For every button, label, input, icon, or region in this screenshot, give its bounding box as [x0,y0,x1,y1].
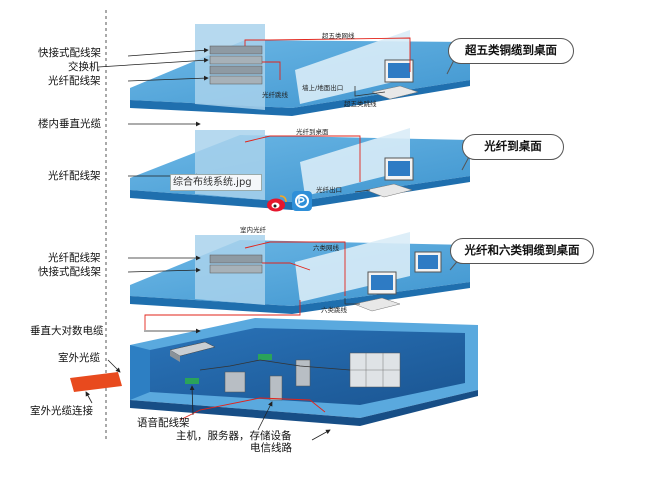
rack-equipment-top [209,45,263,85]
label-switch: 交换机 [68,61,100,73]
label-riser-copper: 垂直大对数电缆 [30,325,104,337]
label-fiber-panel-mid: 光纤配线架 [48,170,101,182]
workstation-floor3-a [414,251,442,273]
label-telecom-line: 电信线路 [250,442,292,454]
label-riser-fiber: 楼内垂直光缆 [38,118,101,130]
image-filename-tooltip: 综合布线系统.jpg [170,174,262,191]
callout-fiber-cat6-to-desk: 光纤和六类铜缆到桌面 [450,238,594,264]
workstation-floor2 [365,157,414,198]
label-voice-panel: 语音配线架 [137,417,190,429]
label-cat6-jumper: 六类跳线 [321,306,347,314]
label-fiber-jumper: 光纤跳线 [262,91,288,99]
weibo-icon[interactable] [266,192,288,214]
outdoor-fiber-entry [70,372,122,392]
signal-cables [199,86,386,371]
label-wall-outlet: 墙上/地面出口 [302,84,344,92]
label-indoor-fiber: 室内光纤 [240,226,266,234]
label-fiber-to-desk: 光纤到桌面 [296,128,329,136]
callout-fiber-to-desk: 光纤到桌面 [462,134,564,160]
label-patch-panel-low: 快接式配线架 [38,266,101,278]
leader-arrows [85,47,331,441]
workstation-floor3-b [353,271,401,312]
label-fiber-panel-top: 光纤配线架 [48,75,101,87]
label-outdoor-fiber: 室外光缆 [58,352,100,364]
label-cat5-cable: 超五类网线 [322,32,355,40]
label-patch-panel-top: 快接式配线架 [38,47,101,59]
label-host-server: 主机，服务器，存储设备 [176,430,292,442]
label-cat5-jumper: 超五类跳线 [344,100,377,108]
callout-cat5-to-desk: 超五类铜缆到桌面 [448,38,574,64]
label-outdoor-fiber-conn: 室外光缆连接 [30,405,93,417]
red-cabling [144,37,411,421]
rack-equipment-floor3 [209,254,263,274]
label-fiber-outlet: 光纤出口 [316,186,342,194]
workstation-floor1 [371,59,419,100]
floor-1 [130,24,470,116]
share-icon[interactable] [291,190,313,212]
label-cat6-cable: 六类网线 [313,244,339,252]
basement-equipment [169,341,401,401]
label-fiber-panel-low: 光纤配线架 [48,252,101,264]
